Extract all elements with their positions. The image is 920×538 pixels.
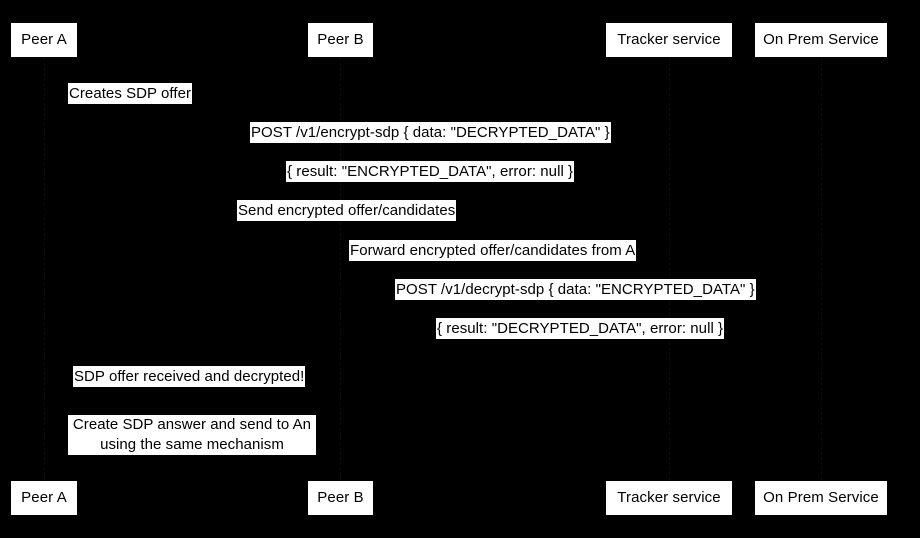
message-label-sdp-offer-received: SDP offer received and decrypted! <box>73 366 306 387</box>
message-label-send-encrypted-offer: Send encrypted offer/candidates <box>237 200 457 221</box>
message-label-encrypt-result: { result: "ENCRYPTED_DATA", error: null … <box>286 161 575 182</box>
note-line-1: Create SDP answer and send to An <box>72 416 312 433</box>
participant-tracker-service-top[interactable]: Tracker service <box>605 22 733 58</box>
participant-peer-b-bottom[interactable]: Peer B <box>307 480 374 516</box>
note-create-sdp-answer: Create SDP answer and send to An using t… <box>68 415 316 455</box>
message-label-decrypt-result: { result: "DECRYPTED_DATA", error: null … <box>436 318 725 339</box>
participant-peer-a-bottom[interactable]: Peer A <box>10 480 78 516</box>
message-label-creates-sdp-offer: Creates SDP offer <box>68 83 193 104</box>
message-label-post-encrypt-sdp: POST /v1/encrypt-sdp { data: "DECRYPTED_… <box>250 122 611 143</box>
message-label-forward-encrypted-offer: Forward encrypted offer/candidates from … <box>349 240 637 261</box>
lifeline-peer-a <box>44 58 46 480</box>
participant-peer-a-top[interactable]: Peer A <box>10 22 78 58</box>
participant-peer-b-top[interactable]: Peer B <box>307 22 374 58</box>
lifeline-on-prem <box>821 58 823 480</box>
note-line-2: using the same mechanism <box>100 436 284 453</box>
lifeline-tracker <box>669 58 671 480</box>
participant-on-prem-service-bottom[interactable]: On Prem Service <box>754 480 888 516</box>
participant-tracker-service-bottom[interactable]: Tracker service <box>605 480 733 516</box>
participant-on-prem-service-top[interactable]: On Prem Service <box>754 22 888 58</box>
lifeline-peer-b <box>340 58 342 480</box>
message-label-post-decrypt-sdp: POST /v1/decrypt-sdp { data: "ENCRYPTED_… <box>395 279 756 300</box>
